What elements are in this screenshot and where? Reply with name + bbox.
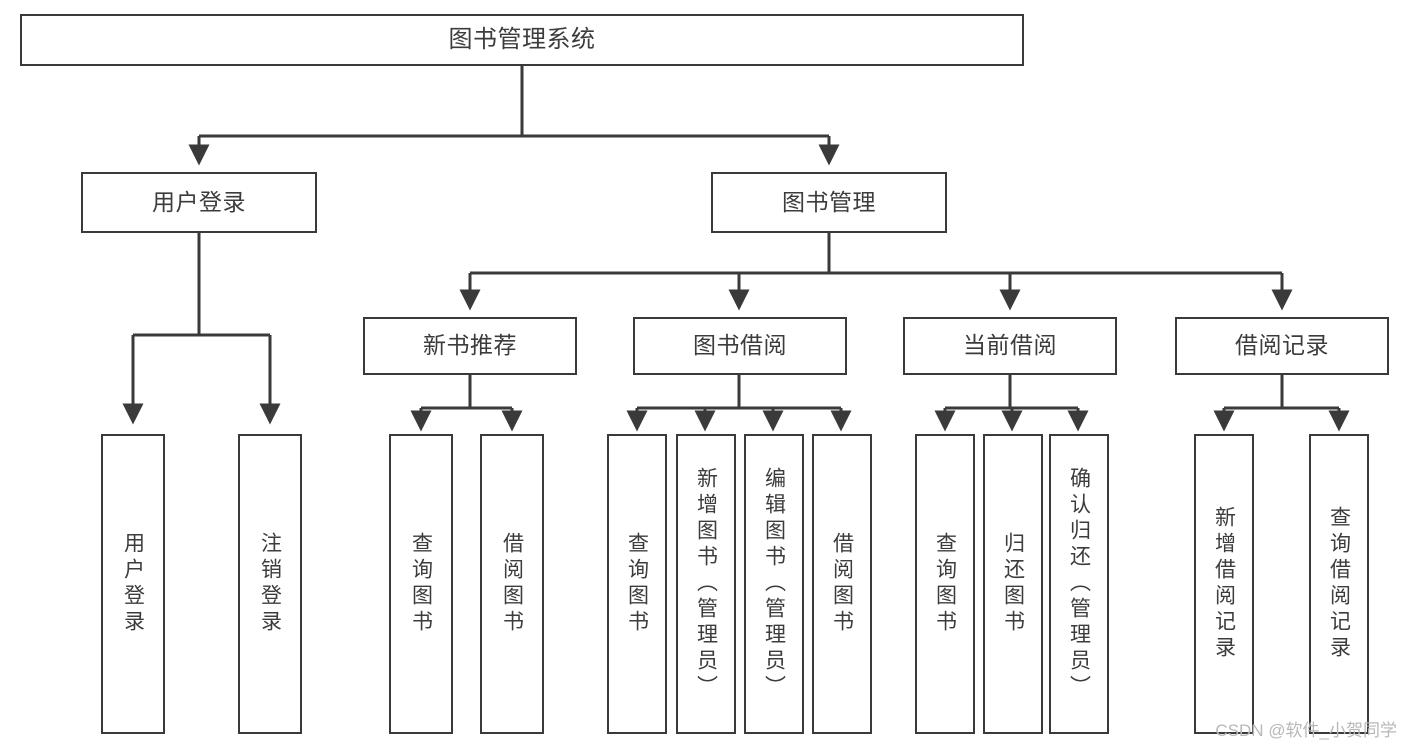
leaf-current-confirm-return-admin[interactable]: 确认归还（管理员）: [1049, 434, 1109, 734]
node-borrowing-record[interactable]: 借阅记录: [1175, 317, 1389, 375]
node-label: 查询图书: [625, 532, 649, 636]
leaf-current-return-book[interactable]: 归还图书: [983, 434, 1043, 734]
node-book-management[interactable]: 图书管理: [711, 172, 947, 233]
leaf-borrow-borrow-book[interactable]: 借阅图书: [812, 434, 872, 734]
leaf-new-book-borrow-book[interactable]: 借阅图书: [480, 434, 544, 734]
leaf-borrow-edit-book-admin[interactable]: 编辑图书（管理员）: [744, 434, 804, 734]
leaf-borrow-query-book[interactable]: 查询图书: [607, 434, 667, 734]
node-label: 查询图书: [409, 532, 433, 636]
watermark-text: CSDN @软件_小贺同学: [1215, 721, 1397, 740]
leaf-record-add-borrow-record[interactable]: 新增借阅记录: [1194, 434, 1254, 734]
node-current-borrowing[interactable]: 当前借阅: [903, 317, 1117, 375]
node-label: 新书推荐: [423, 332, 517, 359]
node-label: 确认归还（管理员）: [1067, 467, 1091, 701]
node-label: 当前借阅: [963, 332, 1057, 359]
node-new-book-recommendation[interactable]: 新书推荐: [363, 317, 577, 375]
node-label: 用户登录: [152, 188, 246, 215]
leaf-current-query-book[interactable]: 查询图书: [915, 434, 975, 734]
node-label: 借阅图书: [500, 532, 524, 636]
leaf-record-query-borrow-record[interactable]: 查询借阅记录: [1309, 434, 1369, 734]
node-label: 查询图书: [933, 532, 957, 636]
node-label: 用户登录: [121, 532, 145, 636]
node-label: 借阅图书: [830, 532, 854, 636]
node-label: 查询借阅记录: [1327, 506, 1351, 662]
node-label: 注销登录: [258, 532, 282, 636]
node-label: 图书管理: [782, 188, 876, 215]
node-label: 归还图书: [1001, 532, 1025, 636]
node-label: 新增图书（管理员）: [694, 467, 718, 701]
node-label: 图书管理系统: [448, 25, 596, 53]
leaf-borrow-add-book-admin[interactable]: 新增图书（管理员）: [676, 434, 736, 734]
node-label: 借阅记录: [1235, 332, 1329, 359]
node-user-login[interactable]: 用户登录: [81, 172, 317, 233]
leaf-user-login-login[interactable]: 用户登录: [101, 434, 165, 734]
node-label: 图书借阅: [693, 332, 787, 359]
leaf-user-login-logout[interactable]: 注销登录: [238, 434, 302, 734]
leaf-new-book-query-book[interactable]: 查询图书: [389, 434, 453, 734]
node-label: 编辑图书（管理员）: [762, 467, 786, 701]
node-label: 新增借阅记录: [1212, 506, 1236, 662]
node-book-borrowing[interactable]: 图书借阅: [633, 317, 847, 375]
node-root-book-management-system[interactable]: 图书管理系统: [20, 14, 1024, 66]
